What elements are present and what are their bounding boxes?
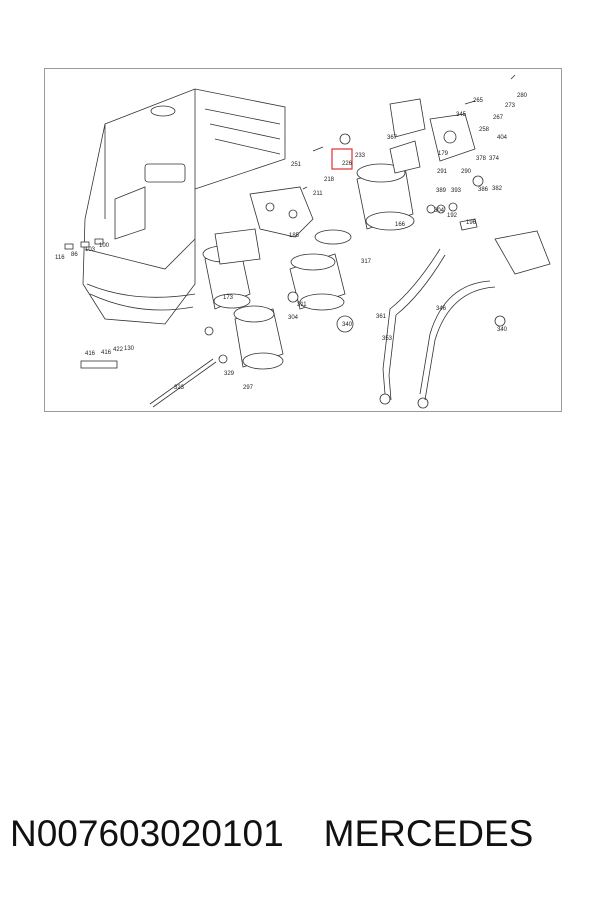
callout-393: 393 bbox=[451, 188, 462, 194]
callout-211: 211 bbox=[313, 191, 323, 197]
callout-273: 273 bbox=[505, 103, 516, 109]
callout-173: 173 bbox=[223, 295, 234, 301]
callout-304: 304 bbox=[288, 315, 299, 321]
callout-416: 416 bbox=[85, 351, 96, 357]
callout-416: 416 bbox=[101, 350, 112, 356]
callout-389: 389 bbox=[436, 188, 447, 194]
callout-311: 311 bbox=[297, 302, 307, 308]
callout-340: 340 bbox=[497, 327, 508, 333]
callout-258: 258 bbox=[479, 127, 490, 133]
part-number: N007603020101 bbox=[10, 813, 284, 854]
callout-404: 404 bbox=[497, 135, 508, 141]
filter-head-179 bbox=[389, 98, 476, 162]
callout-367: 367 bbox=[387, 135, 398, 141]
callout-267: 267 bbox=[493, 115, 504, 121]
callout-329: 329 bbox=[224, 371, 235, 377]
callout-179: 179 bbox=[438, 151, 449, 157]
callout-185: 185 bbox=[289, 233, 300, 239]
callout-100: 100 bbox=[99, 243, 110, 249]
callout-353: 353 bbox=[382, 336, 393, 342]
callout-422: 422 bbox=[113, 347, 124, 353]
callout-196: 196 bbox=[466, 220, 477, 226]
callout-251: 251 bbox=[291, 162, 302, 168]
callout-386: 386 bbox=[478, 187, 489, 193]
brand-name: MERCEDES bbox=[323, 813, 534, 854]
callout-361: 361 bbox=[376, 314, 387, 320]
callout-345: 345 bbox=[456, 112, 467, 118]
caption: N007603020101 MERCEDES bbox=[10, 806, 590, 862]
filter-element-311 bbox=[289, 229, 352, 311]
callout-116: 116 bbox=[55, 255, 65, 261]
oil-filter-166 bbox=[356, 140, 421, 231]
callout-291: 291 bbox=[437, 169, 448, 175]
callout-346: 346 bbox=[436, 306, 447, 312]
callout-218: 218 bbox=[324, 177, 335, 183]
oil-filter-297 bbox=[233, 305, 284, 370]
callout-374: 374 bbox=[489, 156, 500, 162]
callout-378: 378 bbox=[476, 156, 487, 162]
callout-290: 290 bbox=[461, 169, 472, 175]
bracket-185 bbox=[249, 186, 314, 238]
small-hardware bbox=[64, 74, 516, 369]
callout-circle-340 bbox=[336, 315, 354, 333]
highlight-box bbox=[331, 148, 353, 170]
callout-86: 86 bbox=[71, 252, 78, 258]
callout-233: 233 bbox=[355, 153, 366, 159]
callout-317: 317 bbox=[361, 259, 372, 265]
callout-103: 103 bbox=[85, 247, 96, 253]
callout-226: 226 bbox=[342, 161, 353, 167]
callout-265: 265 bbox=[473, 98, 484, 104]
engine-block bbox=[82, 88, 286, 325]
callout-192: 192 bbox=[447, 213, 458, 219]
callout-340: 340 bbox=[342, 322, 353, 328]
callout-130: 130 bbox=[124, 346, 135, 352]
callout-280: 280 bbox=[517, 93, 528, 99]
callout-323: 323 bbox=[174, 385, 185, 391]
callout-304: 304 bbox=[434, 208, 445, 214]
bolt-323 bbox=[149, 358, 217, 408]
callout-382: 382 bbox=[492, 186, 503, 192]
callout-166: 166 bbox=[395, 222, 406, 228]
callout-297: 297 bbox=[243, 385, 254, 391]
oil-lines bbox=[379, 230, 551, 409]
oil-filter-173 bbox=[202, 228, 261, 310]
